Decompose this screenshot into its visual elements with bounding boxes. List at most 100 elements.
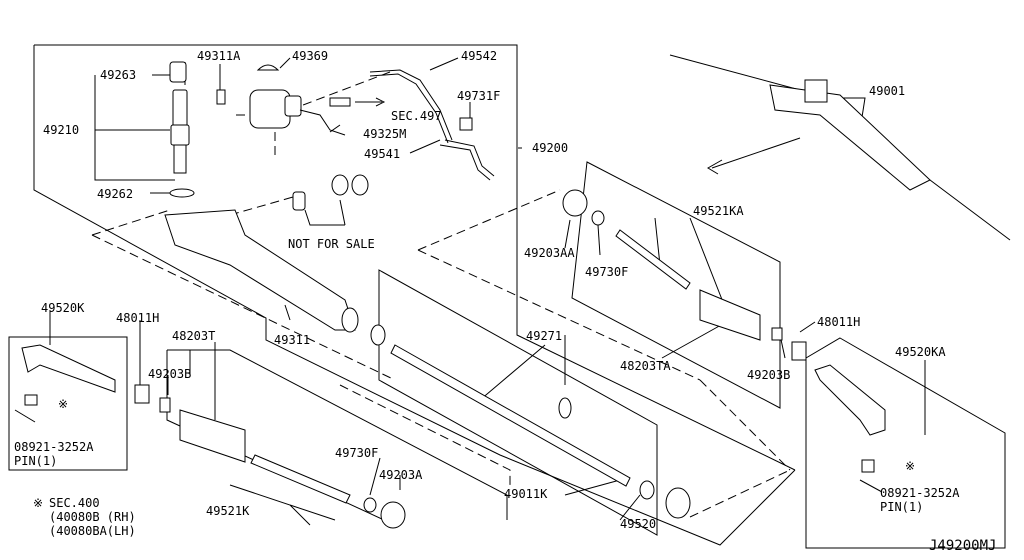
label-49011K: 49011K xyxy=(504,487,548,501)
label-pin-lh: PIN(1) xyxy=(14,454,57,468)
hydraulic-lines xyxy=(299,69,495,181)
label-49311A: 49311A xyxy=(197,49,241,63)
dash-1 xyxy=(91,209,171,236)
label-49730F-l: 49730F xyxy=(335,446,378,460)
valve-body xyxy=(249,89,291,129)
nfs-cap xyxy=(351,174,369,196)
sensor-connector xyxy=(329,97,351,107)
dash-10 xyxy=(229,194,301,216)
cap-49369 xyxy=(256,64,280,71)
label-pin-rh: PIN(1) xyxy=(880,500,923,514)
label-08921-rh: 08921-3252A xyxy=(880,486,960,500)
label-49520KA: 49520KA xyxy=(895,345,946,359)
leader-49311 xyxy=(284,304,291,321)
dash-7 xyxy=(699,379,791,471)
dash-3 xyxy=(417,189,561,251)
asterisk-marker-lh: ※ xyxy=(58,397,68,411)
tie-rod-end-lh xyxy=(14,344,116,423)
clamp-49203AA xyxy=(562,189,588,217)
left-inner-kit xyxy=(134,384,406,529)
pipe-49542-b xyxy=(369,73,449,144)
gear-housing-49311 xyxy=(164,174,369,333)
leader-49210-a xyxy=(94,130,175,181)
label-49203AA: 49203AA xyxy=(524,246,575,260)
label-49210: 49210 xyxy=(43,123,79,137)
label-49325M: 49325M xyxy=(363,127,406,141)
bushing-49520-a xyxy=(639,480,655,500)
tie-rod-end-rh xyxy=(814,364,886,493)
diagram-code: J49200MJ xyxy=(929,538,996,554)
label-08921-lh: 08921-3252A xyxy=(14,440,94,454)
label-49311: 49311 xyxy=(274,333,310,347)
bush-48011H-l xyxy=(134,384,150,404)
label-48203TA: 48203TA xyxy=(620,359,671,373)
frame-main-housing xyxy=(34,44,796,471)
bush-48011H-r xyxy=(791,341,807,361)
group-asterisks: ※ ※ xyxy=(58,397,915,473)
asm-rack-body xyxy=(769,84,931,191)
inner-socket-49521KA xyxy=(615,229,691,290)
group-dashed-guides xyxy=(91,62,791,518)
assembly-arrow xyxy=(707,137,801,175)
leader-49203AA xyxy=(564,219,571,249)
leader-49521K xyxy=(229,484,336,526)
label-49520K: 49520K xyxy=(41,301,85,315)
pinion-shaft-lower xyxy=(173,144,187,174)
dash-4 xyxy=(417,249,701,381)
frame-tie-rod-end-lh xyxy=(8,336,128,471)
label-49203B-r: 49203B xyxy=(747,368,790,382)
group-frames xyxy=(8,44,1006,549)
asm-tie-rod-right xyxy=(929,179,1011,241)
lock-washer-49730F-l xyxy=(363,497,377,513)
leader-49730F-l xyxy=(369,457,381,496)
leader-48011H-r xyxy=(799,321,816,333)
label-49731F: 49731F xyxy=(457,89,500,103)
seal-ring-rack xyxy=(370,324,386,346)
pipe-49542-a xyxy=(369,69,453,141)
dash-6 xyxy=(689,469,791,518)
leader-49210-b xyxy=(94,75,170,131)
nfs-part-a xyxy=(292,191,306,211)
leader-49520 xyxy=(619,494,641,521)
label-49541: 49541 xyxy=(364,147,400,161)
leader-49369 xyxy=(279,57,291,69)
pinion-shaft-upper xyxy=(172,89,188,131)
seal-ring-stack xyxy=(169,61,187,83)
frame-main-housing-lower xyxy=(33,45,796,546)
pipe-49541-b xyxy=(444,139,495,177)
cotter-pin-lh xyxy=(14,409,36,423)
cotter-pin-rh xyxy=(859,479,883,493)
nfs-spring xyxy=(331,174,349,196)
lock-washer-49730F-r xyxy=(591,210,605,226)
footnote-line2: (40080B (RH) xyxy=(49,510,136,524)
pinion-collar xyxy=(170,124,190,146)
right-inner-kit xyxy=(562,189,807,361)
leader-48203T xyxy=(189,342,216,420)
label-49263: 49263 xyxy=(100,68,136,82)
nut-lh xyxy=(24,394,38,406)
valve-housing xyxy=(216,64,386,129)
o-ring-49262 xyxy=(169,188,195,198)
dash-9 xyxy=(289,71,391,111)
gear-housing-end xyxy=(341,307,359,333)
pinion-assembly xyxy=(169,61,195,198)
label-49542: 49542 xyxy=(461,49,497,63)
label-49203B-l: 49203B xyxy=(148,367,191,381)
ring-49271 xyxy=(558,397,572,419)
label-49271: 49271 xyxy=(526,329,562,343)
wire-49325M xyxy=(299,109,346,136)
outer-tie-rod-49520KA xyxy=(814,364,886,436)
group-part-labels: 49311A 49369 49542 49263 49731F SEC.497 … xyxy=(14,49,960,531)
asm-tie-rod-left xyxy=(669,54,801,91)
pipe-49541-a xyxy=(439,144,491,181)
frame-tie-rod-end-rh xyxy=(805,337,1006,549)
label-49369: 49369 xyxy=(292,49,328,63)
clip-49203B-l xyxy=(159,397,171,413)
leader-49011K xyxy=(564,479,621,496)
nut-rh xyxy=(861,459,875,473)
label-49520: 49520 xyxy=(620,517,656,531)
leader-49541 xyxy=(409,139,441,154)
label-49730F-r: 49730F xyxy=(585,265,628,279)
label-49521KA: 49521KA xyxy=(693,204,744,218)
